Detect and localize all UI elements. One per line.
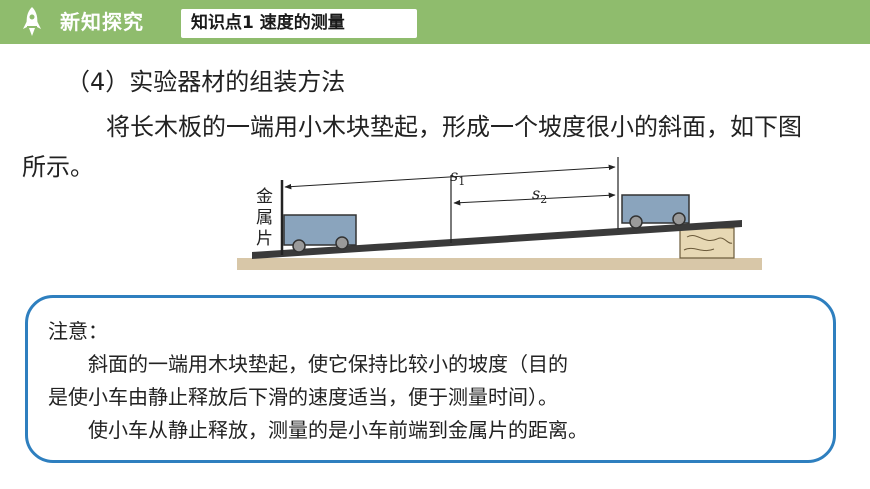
metal-label-3: 片 [256,229,273,249]
cart-top-wheel-2 [672,212,686,226]
s1-arrow [284,164,616,190]
subheading: （4）实验器材的组装方法 [66,68,346,96]
note-line-2: 是使小车由静止释放后下滑的速度适当，便于测量时间）。 [48,385,558,409]
cart-top-wheel-1 [629,215,643,229]
s1-label: s [450,166,458,185]
topic-label: 知识点1 速度的测量 [191,13,345,33]
header-bar: 新知探究 知识点1 速度的测量 [0,0,870,44]
topic-tab: 知识点1 速度的测量 [181,9,417,38]
incline-board [252,220,742,259]
note-line-3: 使小车从静止释放，测量的是小车前端到金属片的距离。 [48,418,588,442]
s2-subscript: 2 [540,193,547,206]
wood-block [679,227,735,259]
incline-diagram: 金 属 片 s1 s2 [237,157,762,270]
ground [237,258,762,270]
note-line-1: 斜面的一端用木块垫起，使它保持比较小的坡度（目的 [48,352,568,376]
note-box: 注意： 斜面的一端用木块垫起，使它保持比较小的坡度（目的 是使小车由静止释放后下… [25,295,836,463]
cart-bottom-wheel-1 [292,239,306,253]
s1-subscript: 1 [458,175,465,188]
metal-label-1: 金 [256,187,273,207]
cart-bottom-wheel-2 [335,236,349,250]
section-title: 新知探究 [60,10,144,34]
svg-text:s2: s2 [532,184,547,206]
metal-label-2: 属 [256,208,273,228]
body-paragraph: 将长木板的一端用小木块垫起，形成一个坡度很小的斜面，如下图所示。 [22,113,802,181]
svg-text:s1: s1 [450,166,465,188]
s2-arrow [453,192,616,206]
note-label: 注意： [48,319,108,343]
rocket-icon [23,7,41,36]
s2-label: s [532,184,540,203]
